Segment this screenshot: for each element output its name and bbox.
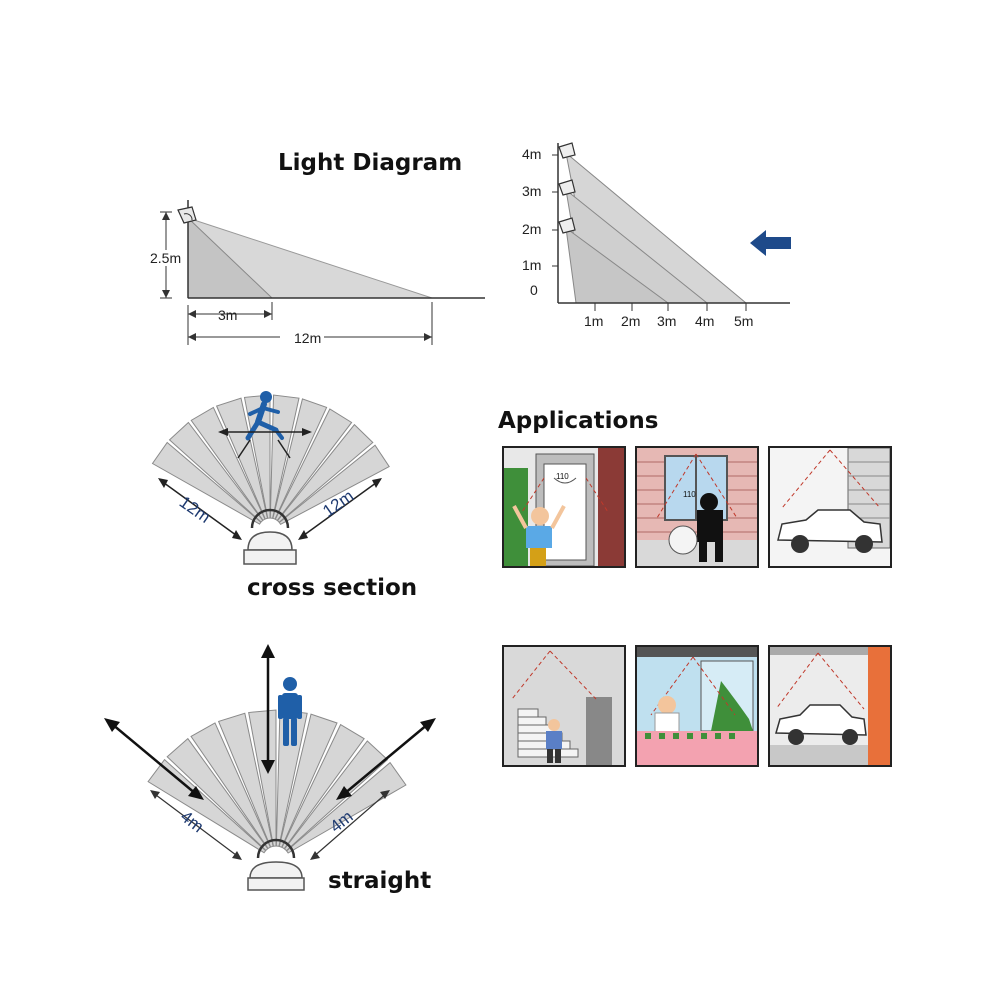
sensor-icon <box>243 531 297 565</box>
fan-segments <box>151 394 390 526</box>
fan-segment <box>190 406 266 521</box>
fan-segment <box>283 740 389 852</box>
standing-person-icon <box>278 677 302 746</box>
mounting-height-chart <box>552 142 790 311</box>
straight-caption: straight <box>328 868 432 894</box>
fan-segment <box>190 722 271 850</box>
sensor-icon <box>558 179 576 196</box>
application-burglar-window: 110 <box>635 446 759 568</box>
straight-fan <box>104 644 436 891</box>
far-distance-label: 12m <box>294 330 322 346</box>
fan-segment <box>285 761 407 854</box>
sensor-icon <box>247 861 305 891</box>
y-tick-4m: 4m <box>522 146 542 162</box>
fan-segment <box>276 423 374 523</box>
left-arrow-icon <box>750 230 791 256</box>
fan-segment <box>272 398 328 520</box>
application-doorway: 110 <box>502 446 626 568</box>
light-diagram-title: Light Diagram <box>278 150 463 176</box>
fan-segment <box>217 712 274 848</box>
application-balcony-child <box>635 645 759 767</box>
x-tick-5m: 5m <box>734 313 754 329</box>
application-garage-car <box>768 446 892 568</box>
fan-segment <box>274 408 353 522</box>
fan-segment <box>281 723 365 850</box>
y-tick-3m: 3m <box>522 183 542 199</box>
cross-section-caption: cross section <box>247 575 418 601</box>
fan-segment <box>269 394 300 519</box>
y-tick-1m: 1m <box>522 257 542 273</box>
y-tick-0: 0 <box>530 282 538 298</box>
x-tick-3m: 3m <box>657 313 677 329</box>
walking-person-icon <box>245 391 284 441</box>
x-tick-2m: 2m <box>621 313 641 329</box>
fan-segment <box>168 421 264 523</box>
side-elevation-diagram <box>148 200 485 345</box>
sensor-icon <box>558 142 576 159</box>
fan-segment <box>151 441 262 525</box>
sensor-icon <box>177 206 197 224</box>
fan-segments <box>147 709 407 854</box>
fan-segment <box>166 737 269 852</box>
sensor-icon <box>558 217 576 234</box>
height-dimension-label: 2.5m <box>150 250 182 266</box>
fan-segment <box>278 444 390 526</box>
x-tick-4m: 4m <box>695 313 715 329</box>
x-tick-1m: 1m <box>584 313 604 329</box>
application-carport <box>768 645 892 767</box>
applications-title: Applications <box>498 408 659 434</box>
y-tick-2m: 2m <box>522 221 542 237</box>
detection-angle-label: 110 <box>556 472 569 481</box>
near-distance-label: 3m <box>218 307 238 323</box>
fan-segment <box>278 713 338 848</box>
application-stairway <box>502 645 626 767</box>
cross-section-fan <box>151 391 390 565</box>
detection-angle-label: 110 <box>683 490 696 499</box>
